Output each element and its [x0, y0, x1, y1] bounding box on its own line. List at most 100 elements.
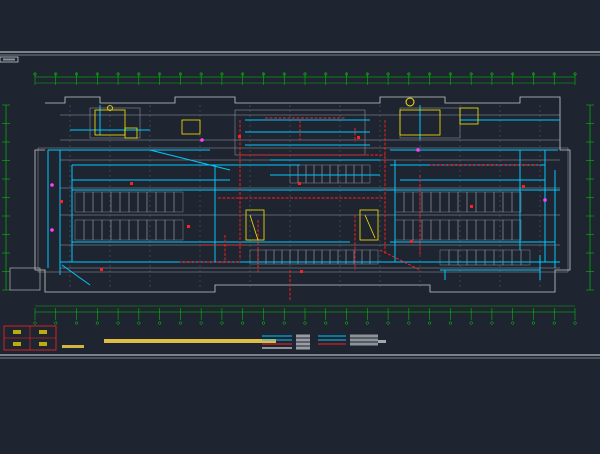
- parking-bay: [412, 191, 423, 213]
- parking-bay: [439, 219, 450, 241]
- parking-bay: [448, 219, 459, 241]
- drain-marker: [200, 138, 204, 142]
- parking-bay: [137, 219, 148, 241]
- axis-bubble: [178, 321, 182, 325]
- legend-label: [296, 338, 310, 342]
- drain-marker: [50, 183, 54, 187]
- axis-bubble: [303, 321, 307, 325]
- parking-bay: [520, 249, 531, 266]
- fixture-marker: [522, 185, 525, 188]
- axis-bubble: [428, 72, 432, 76]
- axis-bubble: [199, 72, 203, 76]
- drawing-frame: [0, 51, 600, 359]
- axis-bubble: [428, 321, 432, 325]
- parking-bay: [403, 219, 414, 241]
- parking-bay: [110, 191, 121, 213]
- fixture-marker: [300, 270, 303, 273]
- axis-bubble: [261, 321, 266, 325]
- equipment-box: [359, 209, 379, 241]
- parking-bay: [119, 191, 130, 213]
- fixture-symbols: [50, 135, 547, 273]
- axis-bubble: [448, 321, 452, 325]
- parking-bay: [412, 219, 423, 241]
- axis-bubble: [220, 72, 224, 76]
- axis-grid-left: [2, 104, 10, 291]
- parking-bay: [493, 219, 504, 241]
- parking-bay: [329, 164, 339, 184]
- key-plan: [3, 325, 57, 351]
- general-note: [62, 339, 276, 348]
- axis-bubble: [448, 72, 452, 76]
- axis-grid-bottom: [33, 305, 577, 325]
- parking-bay: [128, 191, 139, 213]
- parking-bay: [92, 219, 103, 241]
- equipment-box: [399, 109, 441, 136]
- parking-bay: [511, 191, 522, 213]
- axis-bubble: [407, 72, 411, 76]
- axis-bubble: [303, 72, 307, 76]
- axis-bubble: [324, 321, 328, 325]
- parking-bay: [369, 249, 379, 265]
- equipment-box: [94, 109, 126, 136]
- axis-bubble: [386, 72, 390, 76]
- parking-bay: [439, 249, 450, 266]
- parking-bay: [475, 191, 486, 213]
- parking-bay: [345, 164, 355, 184]
- stair-room: [399, 107, 461, 139]
- parking-bay: [101, 191, 112, 213]
- parking-bay: [502, 191, 513, 213]
- fixture-marker: [410, 240, 413, 243]
- fixture-marker: [130, 182, 133, 185]
- axis-bubble: [324, 72, 328, 76]
- axis-grid-top: [33, 72, 577, 85]
- legend-rows: [262, 334, 386, 350]
- water-supply-pipes: [47, 105, 560, 286]
- axis-bubble: [137, 321, 141, 325]
- axis-bubble: [531, 321, 536, 325]
- water-pipe-run: [149, 149, 231, 171]
- axis-bubble: [220, 321, 224, 325]
- fixture-marker: [298, 182, 301, 185]
- axis-bubble: [261, 72, 266, 76]
- block-tag-icon: [0, 56, 19, 63]
- parking-bay: [448, 191, 459, 213]
- axis-grid-right: [586, 104, 594, 291]
- legend-label: [378, 340, 386, 343]
- axis-bubble: [282, 321, 286, 325]
- axis-bubble: [344, 72, 349, 76]
- parking-bay: [466, 249, 477, 266]
- parking-bay: [173, 191, 184, 213]
- parking-bay: [403, 191, 414, 213]
- legend-label: [350, 334, 378, 338]
- axis-bubble: [33, 72, 37, 76]
- legend-label: [296, 342, 310, 346]
- parking-bays: [74, 164, 531, 266]
- drain-marker: [543, 198, 547, 202]
- parking-bay: [101, 219, 112, 241]
- parking-bay: [146, 191, 157, 213]
- axis-bubble: [552, 321, 556, 325]
- parking-bay: [511, 249, 522, 266]
- axis-bubble: [407, 321, 411, 325]
- parking-bay: [466, 191, 477, 213]
- equipment-link: [249, 214, 259, 241]
- parking-bay: [430, 219, 441, 241]
- axis-bubble: [386, 321, 390, 325]
- fixture-marker: [357, 136, 360, 139]
- axis-bubble: [511, 321, 515, 325]
- parking-bay: [421, 219, 432, 241]
- axis-bubble: [158, 321, 162, 325]
- fixture-marker: [470, 205, 473, 208]
- axis-bubble: [490, 321, 494, 325]
- title-tag: [0, 56, 19, 63]
- axis-bubble: [241, 321, 245, 325]
- parking-bay: [484, 191, 495, 213]
- parking-bay: [430, 191, 441, 213]
- axis-bubble: [95, 72, 99, 76]
- equipment-box: [124, 127, 138, 139]
- stair-room: [89, 107, 141, 139]
- axis-bubble: [469, 72, 473, 76]
- axis-bubble: [178, 72, 182, 76]
